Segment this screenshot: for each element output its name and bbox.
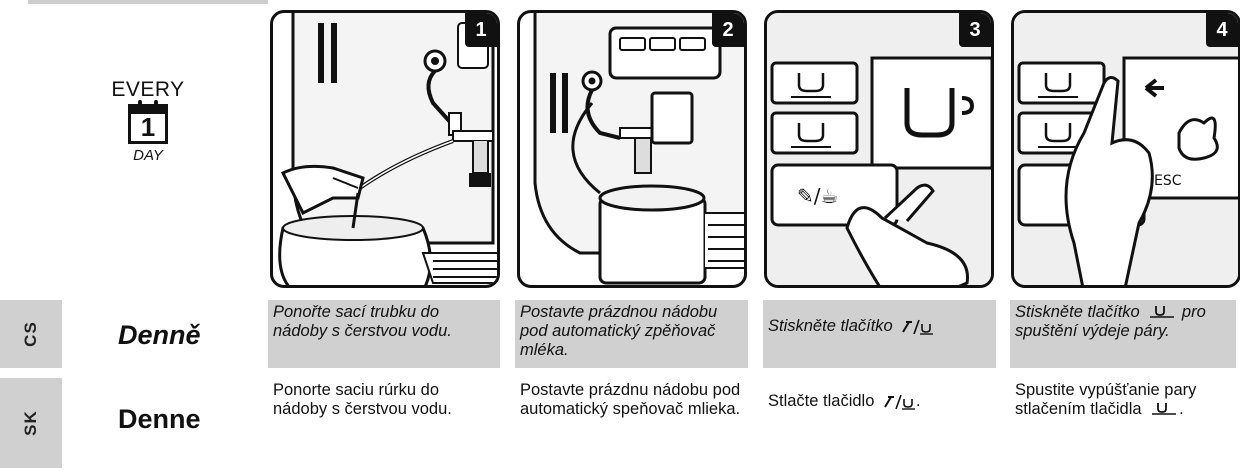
sk-step3-text: Stlačte tlačidlo	[768, 392, 875, 410]
svg-text:ESC: ESC	[1154, 173, 1182, 189]
lang-code-sk: SK	[21, 410, 40, 436]
cup-button-icon	[1152, 402, 1177, 415]
calendar-top-label: EVERY	[111, 78, 185, 101]
calendar-ring	[138, 100, 142, 110]
svg-text:✎/☕: ✎/☕	[797, 184, 838, 208]
step-illustration-2: 2	[517, 10, 747, 288]
lang-band-cs: CS	[0, 300, 62, 368]
calendar-icon: 1	[128, 100, 168, 144]
cs-step4-cell: Stiskněte tlačítko pro spuštění výdeje p…	[1010, 300, 1236, 368]
calendar-header-bar	[131, 107, 165, 114]
cs-step1-text: Ponořte sací trubku do nádoby s čerstvou…	[268, 300, 500, 368]
machine-milk-tube-illustration	[278, 13, 497, 285]
lang-code-cs: CS	[21, 321, 40, 347]
press-cup-button-illustration: ESC	[1014, 13, 1238, 285]
step-number-badge: 2	[712, 13, 744, 47]
step-number-badge: 1	[465, 13, 497, 47]
step-number-badge: 4	[1206, 13, 1238, 47]
lang-band-sk: SK	[0, 378, 62, 468]
row-label-sk: Denne	[118, 404, 201, 434]
machine-container-illustration	[533, 13, 744, 285]
press-steam-button-illustration: ✎/☕	[767, 13, 991, 285]
calendar-ring	[154, 100, 158, 110]
step-number-badge: 3	[959, 13, 991, 47]
every-day-calendar: EVERY 1 DAY	[108, 78, 188, 164]
cs-step3-text: Stiskněte tlačítko	[768, 317, 893, 335]
calendar-bottom-label: DAY	[133, 147, 163, 164]
cs-step4-text-b: pro spuštění výdeje páry.	[1015, 303, 1206, 340]
step-illustration-4: ESC 4	[1011, 10, 1240, 288]
sk-step4-cell: Spustite vypúšťanie pary stlačením tlači…	[1010, 378, 1236, 468]
sk-step3-cell: Stlačte tlačidlo .	[763, 378, 996, 468]
cup-button-icon	[1150, 305, 1175, 318]
sk-step2-text: Postavte prázdnu nádobu pod automatický …	[515, 378, 748, 468]
steam-button-icon	[902, 319, 934, 335]
row-label-cs: Denně	[118, 320, 201, 350]
step-illustration-1: 1	[270, 10, 500, 288]
cs-step3-cell: Stiskněte tlačítko	[763, 300, 996, 368]
calendar-day-number: 1	[140, 112, 156, 142]
cs-step2-text: Postavte prázdnou nádobu pod automatický…	[515, 300, 748, 368]
step-illustration-3: ✎/☕ 3	[764, 10, 994, 288]
steam-button-icon	[884, 394, 915, 410]
sk-step1-text: Ponorte saciu rúrku do nádoby s čerstvou…	[268, 378, 500, 468]
sk-step4-text: Spustite vypúšťanie pary stlačením tlači…	[1015, 381, 1197, 418]
top-rule	[28, 0, 268, 4]
cs-step4-text-a: Stiskněte tlačítko	[1015, 303, 1140, 321]
